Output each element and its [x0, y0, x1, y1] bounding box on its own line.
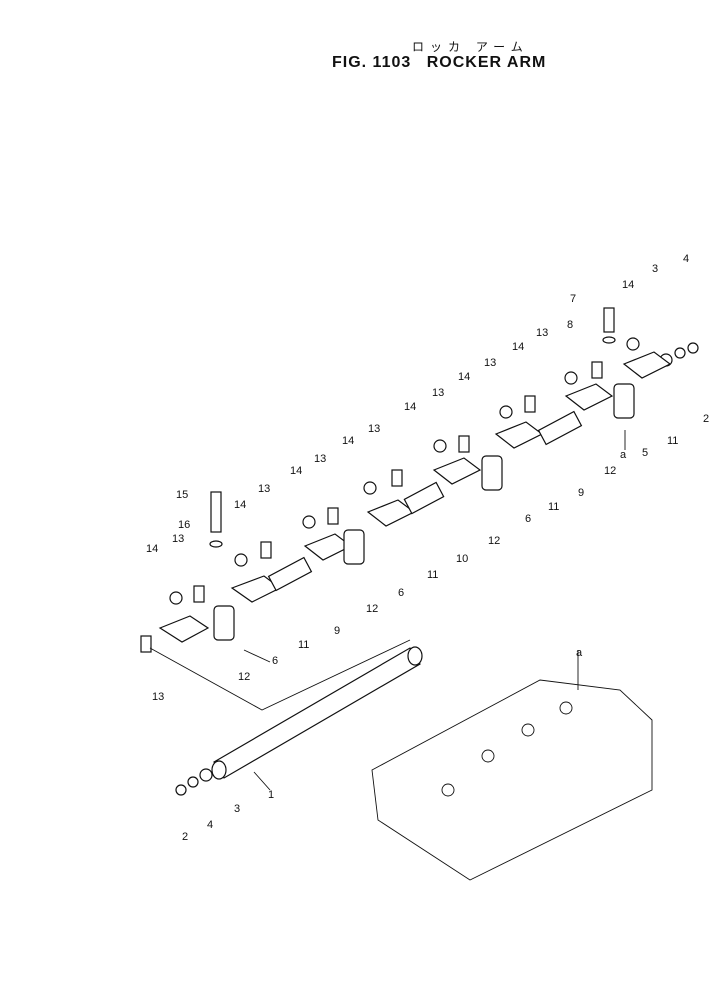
- callout-14: 14: [146, 543, 158, 555]
- cylinder-head: [371, 679, 653, 881]
- callout-14: 14: [512, 341, 524, 353]
- callout-13: 13: [152, 691, 164, 703]
- callout-14: 14: [290, 465, 302, 477]
- callout-12: 12: [366, 603, 378, 615]
- callout-13: 13: [432, 387, 444, 399]
- figure-title: FIG. 1103 ROCKER ARM: [332, 54, 556, 72]
- title-kana: ロッカ アーム: [412, 40, 529, 54]
- callout-9: 9: [334, 625, 340, 637]
- callout-12: 12: [604, 465, 616, 477]
- callout-11: 11: [298, 639, 309, 651]
- callout-12: 12: [238, 671, 250, 683]
- rocker-arms: [158, 351, 672, 643]
- rocker-shaft: [211, 646, 423, 780]
- reference-mark-a: a: [620, 449, 627, 461]
- callout-13: 13: [368, 423, 380, 435]
- callout-15: 15: [176, 489, 188, 501]
- figure-name: ROCKER ARM: [426, 54, 547, 71]
- figure-number: FIG. 1103: [332, 54, 412, 71]
- callout-6: 6: [398, 587, 404, 599]
- callout-7: 7: [570, 293, 576, 305]
- callout-13: 13: [258, 483, 270, 495]
- callout-13: 13: [484, 357, 496, 369]
- callout-9: 9: [578, 487, 584, 499]
- callout-4: 4: [683, 253, 689, 265]
- callout-6: 6: [525, 513, 531, 525]
- leader-lines: [149, 430, 626, 791]
- callout-14: 14: [622, 279, 634, 291]
- callout-16: 16: [178, 519, 190, 531]
- callout-10: 10: [456, 553, 468, 565]
- callout-14: 14: [458, 371, 470, 383]
- callout-11: 11: [548, 501, 559, 513]
- callout-8: 8: [567, 319, 573, 331]
- callout-1: 1: [268, 789, 274, 801]
- callout-13: 13: [536, 327, 548, 339]
- adjusting-screws-and-nuts: [140, 307, 640, 653]
- callout-5: 5: [642, 447, 648, 459]
- callout-13: 13: [172, 533, 184, 545]
- rocker-shaft-brackets: [213, 383, 635, 641]
- shaft-end-parts-left: [175, 768, 213, 796]
- callout-3: 3: [234, 803, 240, 815]
- callout-11: 11: [427, 569, 438, 581]
- part-callouts: 1 2 2 3 3 4 4 5 6 6 6 7 8 9 9 10 11 11 1…: [146, 253, 709, 843]
- callout-14: 14: [342, 435, 354, 447]
- callout-4: 4: [207, 819, 213, 831]
- callout-3: 3: [652, 263, 658, 275]
- callout-12: 12: [488, 535, 500, 547]
- callout-6: 6: [272, 655, 278, 667]
- callout-2: 2: [703, 413, 709, 425]
- callout-14: 14: [404, 401, 416, 413]
- callout-2: 2: [182, 831, 188, 843]
- springs: [267, 410, 583, 592]
- reference-mark-a: a: [576, 647, 583, 659]
- callout-14: 14: [234, 499, 246, 511]
- callout-13: 13: [314, 453, 326, 465]
- callout-11: 11: [667, 435, 678, 447]
